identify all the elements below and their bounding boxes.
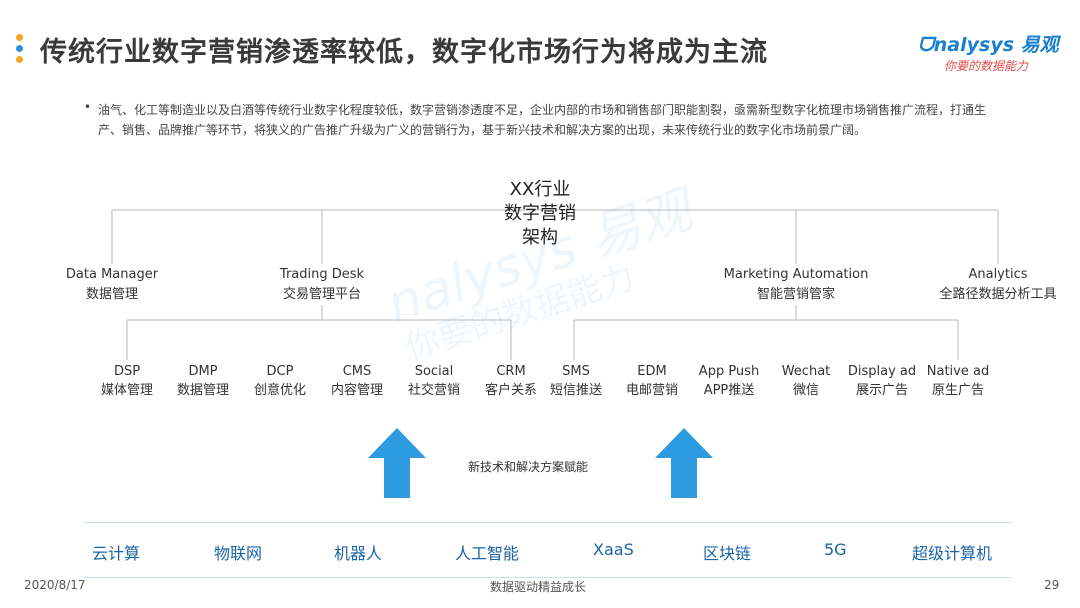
center-line-2: 数字营销 [504,203,576,224]
page-number: 29 [1044,578,1060,592]
logo-tagline: 你要的数据能力 [944,59,1029,73]
up-arrow-right-icon [655,428,713,498]
tech-blockchain: 区块链 [703,544,752,563]
node-trading-desk: Trading Desk 交易管理平台 [279,267,365,302]
logo-swirl-icon: ᗜ [918,34,934,56]
tech-iot: 物联网 [214,544,263,563]
up-arrow-left-icon [368,428,426,498]
technology-band [84,522,1012,578]
page-title: 传统行业数字营销渗透率较低，数字化市场行为将成为主流 [40,37,768,68]
footer-date: 2020/8/17 [24,578,86,592]
enablement-label: 新技术和解决方案赋能 [468,460,589,474]
intro-bullet: • [84,100,92,114]
intro-text: 油气、化工等制造业以及白酒等传统行业数字化程度较低，数字营销渗透度不足，企业内部… [98,103,987,137]
analysys-logo: ᗜnalysys 易观 你要的数据能力 [918,30,1059,73]
center-line-3: 架构 [522,227,558,248]
node-analytics: Analytics 全路径数据分析工具 [939,267,1057,302]
tech-ai: 人工智能 [455,544,520,563]
center-architecture-title: XX行业 数字营销 架构 [490,178,590,250]
dot-orange-icon [16,56,23,63]
tech-robot: 机器人 [334,544,383,563]
logo-main: ᗜnalysys 易观 [918,34,1059,56]
node-data-manager: Data Manager 数据管理 [65,267,159,302]
tech-cloud: 云计算 [92,544,141,563]
footer-slogan: 数据驱动精益成长 [490,580,587,594]
node-marketing-automation: Marketing Automation 智能营销管家 [723,267,869,302]
dot-blue-icon [16,45,23,52]
tech-supercomputer: 超级计算机 [912,544,993,563]
tech-5g: 5G [824,540,847,559]
center-line-1: XX行业 [509,179,571,200]
tech-xaas: XaaS [593,540,634,559]
title-dots [16,34,24,67]
dot-orange-icon [16,34,23,41]
